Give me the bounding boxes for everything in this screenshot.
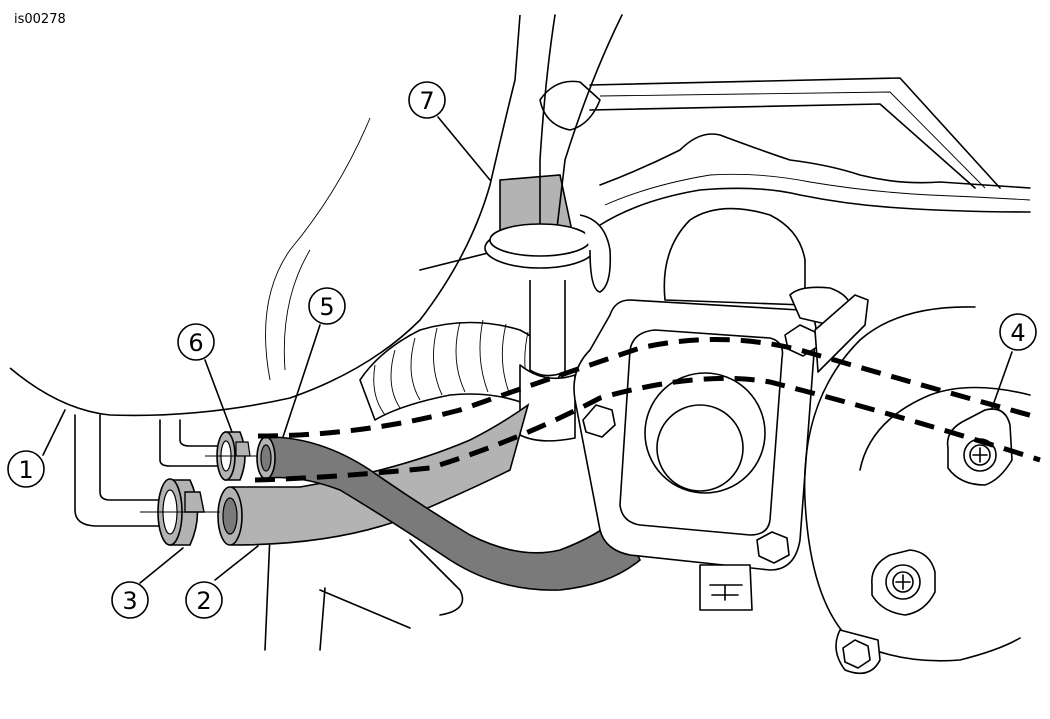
callout-5: 5 xyxy=(308,287,346,325)
callout-3: 3 xyxy=(111,581,149,619)
assembly-center-lines xyxy=(140,455,258,513)
leader-lines xyxy=(42,116,1013,584)
callout-label-5: 5 xyxy=(319,293,334,321)
frame-tube xyxy=(539,77,1001,189)
callout-label-2: 2 xyxy=(196,587,211,615)
callout-4: 4 xyxy=(999,313,1037,351)
callout-label-6: 6 xyxy=(188,329,203,357)
callout-6: 6 xyxy=(177,323,215,361)
throttle-body xyxy=(573,207,869,611)
callout-label-7: 7 xyxy=(419,87,434,115)
fender-body xyxy=(9,14,521,417)
mounting-plate xyxy=(803,306,1031,675)
callout-7: 7 xyxy=(408,81,446,119)
figure-id: is00278 xyxy=(14,12,66,27)
routing-line-upper xyxy=(257,336,1041,439)
callout-label-3: 3 xyxy=(122,587,137,615)
callout-label-1: 1 xyxy=(18,456,33,484)
callout-label-4: 4 xyxy=(1010,319,1025,347)
callout-2: 2 xyxy=(185,581,223,619)
left-tubes xyxy=(74,414,221,527)
callout-1: 1 xyxy=(7,450,45,488)
engine-outline xyxy=(599,133,1031,226)
lower-frame xyxy=(264,534,464,651)
corrugated-boot xyxy=(359,319,561,421)
